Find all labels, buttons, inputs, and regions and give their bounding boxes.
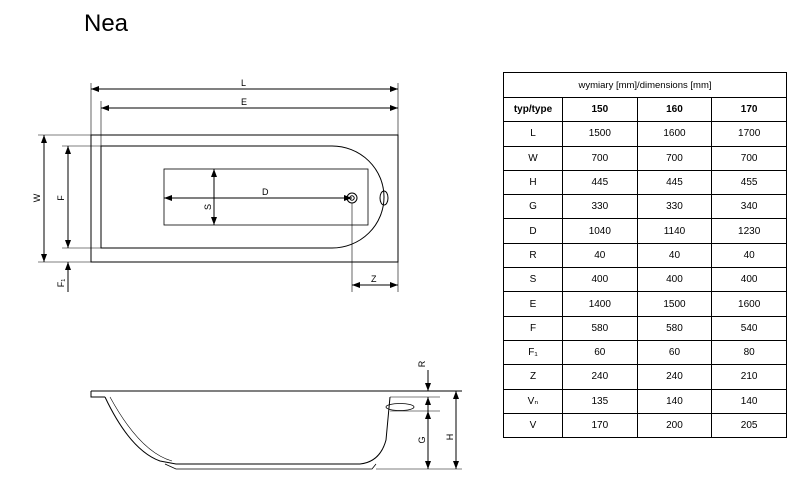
label-F1: F₁ — [56, 279, 66, 288]
table-cell: 1500 — [562, 121, 638, 147]
table-cell: 1140 — [636, 218, 713, 244]
table-cell: 1400 — [562, 291, 638, 317]
label-L: L — [241, 78, 246, 88]
label-Z: Z — [371, 274, 377, 284]
table-cell: 210 — [711, 364, 787, 390]
row-label: R — [503, 242, 563, 269]
overflow-icon — [379, 190, 389, 206]
table-cell: 445 — [562, 169, 638, 196]
row-label: S — [503, 267, 563, 293]
table-cell: 240 — [562, 364, 638, 390]
table-cell: 40 — [636, 242, 713, 269]
label-G: G — [417, 436, 427, 443]
row-label: F — [503, 315, 563, 341]
table-cell: 700 — [636, 145, 713, 171]
header-160: 160 — [636, 96, 713, 123]
table-cell: 200 — [636, 412, 713, 439]
tub-outline-side — [90, 390, 462, 465]
row-label: Vₙ — [503, 388, 563, 414]
label-W: W — [32, 193, 42, 202]
tub-outline-top — [90, 134, 399, 263]
table-cell: 400 — [711, 267, 787, 293]
overflow-side-icon — [385, 403, 415, 411]
label-H: H — [445, 434, 455, 441]
tub-inner-side — [109, 396, 173, 462]
tub-floor-top — [163, 168, 369, 226]
table-cell: 140 — [636, 388, 713, 414]
table-cell: 540 — [711, 315, 787, 341]
table-cell: 445 — [636, 169, 713, 196]
table-cell: 455 — [711, 169, 787, 196]
table-cell: 400 — [562, 267, 638, 293]
table-cell: 240 — [636, 364, 713, 390]
table-cell: 340 — [711, 194, 787, 220]
table-cell: 330 — [562, 194, 638, 220]
table-cell: 140 — [711, 388, 787, 414]
table-cell: 580 — [562, 315, 638, 341]
row-label: V — [503, 412, 563, 439]
table-cell: 1700 — [711, 121, 787, 147]
table-caption: wymiary [mm]/dimensions [mm] — [503, 72, 787, 98]
table-cell: 1600 — [636, 121, 713, 147]
product-title: Nea — [84, 10, 129, 37]
table-cell: 40 — [711, 242, 787, 269]
header-170: 170 — [711, 96, 787, 123]
table-cell: 330 — [636, 194, 713, 220]
row-label: E — [503, 291, 563, 317]
table-cell: 400 — [636, 267, 713, 293]
table-header-row: typ/type 150 160 170 — [503, 96, 787, 123]
table-cell: 40 — [562, 242, 638, 269]
table-cell: 1230 — [711, 218, 787, 244]
dimensions-table: wymiary [mm]/dimensions [mm] typ/type 15… — [503, 72, 787, 439]
table-cell: 1600 — [711, 291, 787, 317]
row-label: G — [503, 194, 563, 220]
label-E: E — [241, 97, 247, 107]
label-R: R — [417, 360, 427, 367]
table-cell: 580 — [636, 315, 713, 341]
tub-basin-top — [100, 145, 385, 249]
label-D: D — [262, 187, 269, 197]
row-label: H — [503, 169, 563, 196]
table-cell: 205 — [711, 412, 787, 439]
row-label: D — [503, 218, 563, 244]
table-cell: 60 — [562, 339, 638, 366]
label-F: F — [56, 195, 66, 201]
header-type: typ/type — [503, 96, 563, 123]
table-cell: 135 — [562, 388, 638, 414]
row-label: F₁ — [503, 339, 563, 366]
header-150: 150 — [562, 96, 638, 123]
table-cell: 80 — [711, 339, 787, 366]
table-cell: 170 — [562, 412, 638, 439]
row-label: Z — [503, 364, 563, 390]
row-label: W — [503, 145, 563, 171]
tub-floor-side — [164, 463, 377, 470]
table-cell: 60 — [636, 339, 713, 366]
table-cell: 1040 — [562, 218, 638, 244]
table-cell: 1500 — [636, 291, 713, 317]
table-cell: 700 — [711, 145, 787, 171]
label-S: S — [203, 204, 213, 210]
table-cell: 700 — [562, 145, 638, 171]
row-label: L — [503, 121, 563, 147]
